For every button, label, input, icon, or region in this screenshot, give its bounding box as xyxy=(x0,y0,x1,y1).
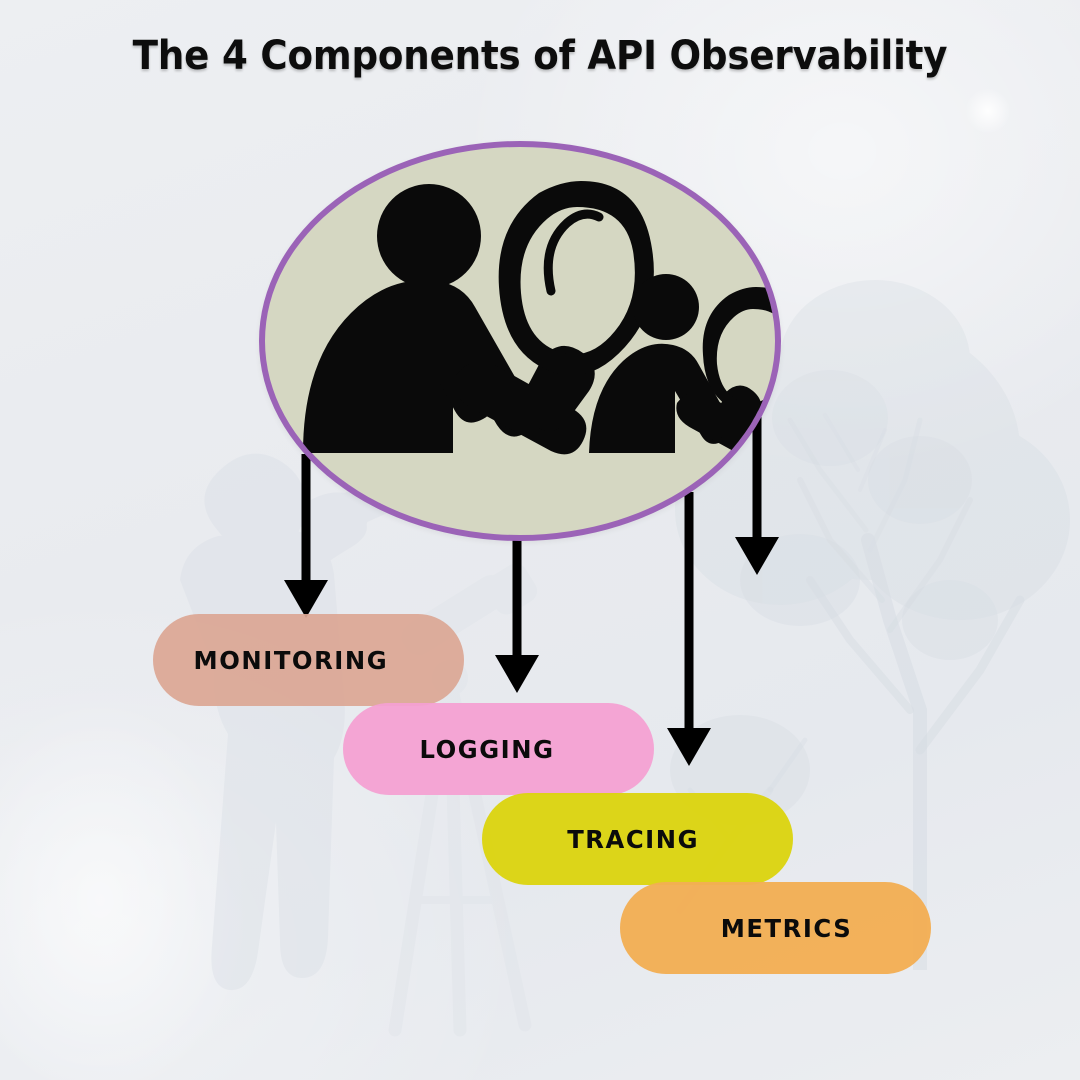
component-pill-metrics[interactable]: METRICS xyxy=(620,882,931,974)
component-pill-tracing[interactable]: TRACING xyxy=(482,793,793,885)
component-pill-tracing-label: TRACING xyxy=(566,824,699,854)
observers-with-magnifiers-icon xyxy=(259,141,781,541)
page-title: The 4 Components of API Observability xyxy=(132,33,948,79)
component-pill-monitoring-label: MONITORING xyxy=(193,645,389,675)
component-pill-logging[interactable]: LOGGING xyxy=(343,703,654,795)
lens-flare-watermark xyxy=(965,88,1011,134)
arrow-to-metrics xyxy=(735,414,779,575)
arrow-to-monitoring xyxy=(284,454,328,618)
component-pill-logging-label: LOGGING xyxy=(419,734,555,764)
arrow-to-tracing xyxy=(667,492,711,766)
component-pill-metrics-label: METRICS xyxy=(720,913,852,943)
arrow-to-logging xyxy=(495,532,539,693)
corner-glow-watermark xyxy=(0,690,260,1080)
component-pill-monitoring[interactable]: MONITORING xyxy=(153,614,464,706)
